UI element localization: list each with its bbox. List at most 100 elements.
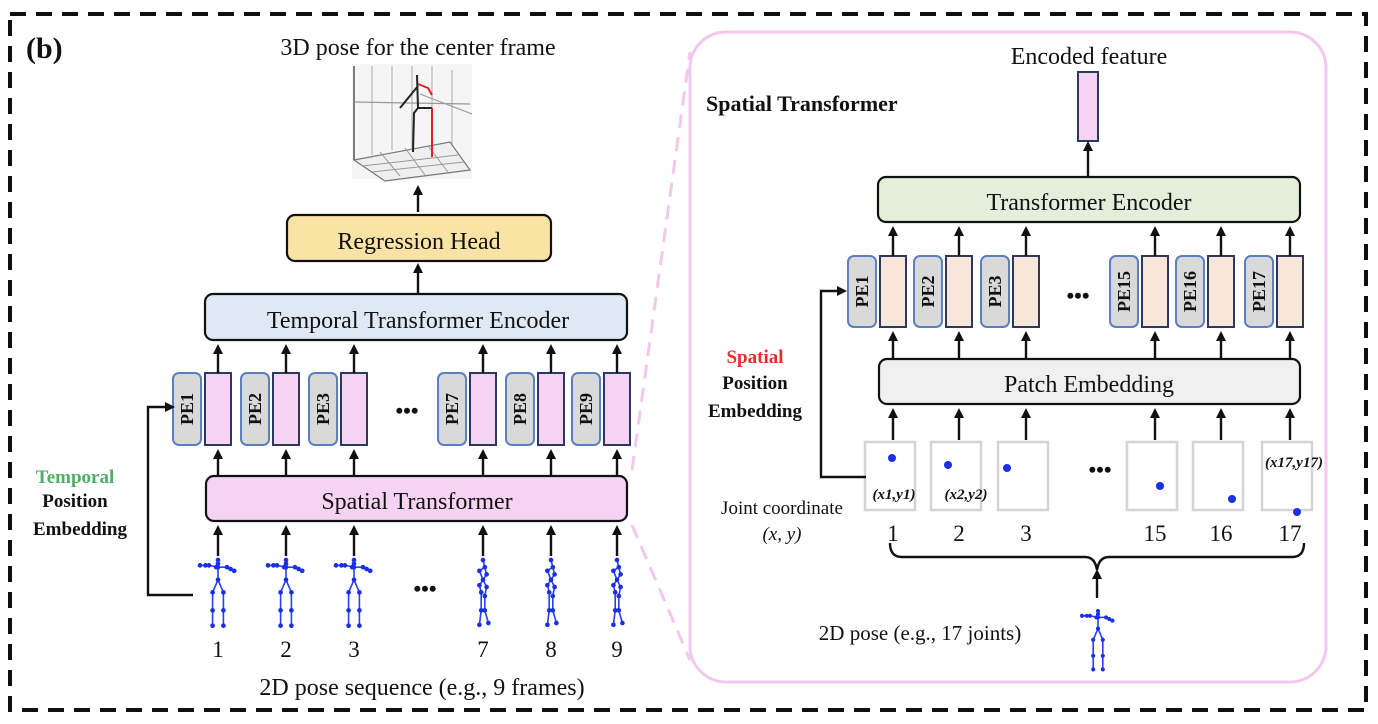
frame-ellipsis: ••• (413, 576, 436, 601)
joint-dot (944, 461, 952, 469)
temporal-pe-box (571, 372, 601, 446)
joint-coordinate-line2: (x, y) (762, 524, 801, 545)
spatial-pe-box (980, 255, 1010, 328)
panel-label: (b) (26, 32, 63, 65)
spatial-pe-box (913, 255, 943, 328)
spatial-pe-box (847, 255, 877, 328)
joints-brace (888, 542, 1306, 571)
temporal-feature-vector (537, 372, 565, 446)
encoded-feature-vector (1077, 71, 1099, 142)
temporal-pe-kind: Temporal (36, 467, 114, 488)
output-title: 3D pose for the center frame (280, 35, 555, 61)
patch-embedding-box (877, 357, 1302, 406)
temporal-pe-connector (146, 402, 193, 597)
spatial-pe-box (1175, 255, 1205, 328)
spatial-pe-label: PE2 (918, 275, 938, 307)
joint-label-second: (x2,y2) (945, 487, 988, 503)
temporal-pe-line2: Position (42, 491, 108, 512)
joint-label-last: (x17,y17) (1265, 455, 1323, 471)
temporal-pe-line3: Embedding (33, 519, 127, 540)
temporal-feature-vector (469, 372, 497, 446)
transformer-encoder-label: Transformer Encoder (986, 190, 1191, 216)
joint-label-first: (x1,y1) (873, 487, 916, 503)
spatial-pe-label: PE16 (1180, 271, 1200, 312)
encoded-feature-caption: Encoded feature (1011, 44, 1168, 70)
spatial-pe-label: PE17 (1249, 271, 1269, 312)
temporal-pe-box (308, 372, 338, 446)
pose-skeleton-icon (611, 557, 625, 628)
pose-skeleton-icon (265, 557, 305, 629)
regression-head-label: Regression Head (337, 229, 500, 255)
temporal-feature-vector (204, 372, 232, 446)
spatial-pe-tag: PE1 (847, 255, 877, 328)
joint-coordinate-box (1260, 440, 1314, 512)
spatial-pe-label: PE1 (852, 275, 872, 307)
temporal-pe-box (505, 372, 535, 446)
spatial-pe-tag: PE3 (980, 255, 1010, 328)
frame-number: 9 (611, 637, 623, 662)
spatial-pe-tag: PE17 (1244, 255, 1274, 328)
frame-number: 8 (545, 637, 557, 662)
temporal-pe-label: PE7 (442, 393, 462, 425)
spatial-pe-tag: PE15 (1109, 255, 1139, 328)
spatial-pe-tag: PE16 (1175, 255, 1205, 328)
spatial-pe-line2: Position (722, 373, 788, 394)
temporal-transformer-encoder-box (203, 292, 629, 342)
temporal-pe-label: PE9 (576, 393, 596, 425)
spatial-pe-kind: Spatial (726, 347, 783, 368)
joint-dot (1156, 482, 1164, 490)
pose-skeleton-icon (477, 557, 491, 628)
spatial-token-row: PE1 PE2 PE3 PE15 PE16 PE17 (847, 226, 1304, 359)
joint-ellipsis: ••• (1088, 457, 1111, 482)
spatial-pe-tag: PE2 (913, 255, 943, 328)
3d-pose-plot-icon (352, 64, 473, 182)
spatial-feature-vector (879, 255, 907, 328)
frame-number: 7 (477, 637, 489, 662)
pose-skeleton-icon (545, 557, 559, 628)
temporal-pe-box (437, 372, 467, 446)
joint-number: 16 (1210, 521, 1233, 546)
frame-number: 2 (280, 637, 292, 662)
spatial-feature-vector (1276, 255, 1304, 328)
spatial-ellipsis: ••• (1066, 283, 1089, 308)
spatial-pe-box (1244, 255, 1274, 328)
spatial-transformer-panel (688, 30, 1328, 684)
joint-coordinate-box (1125, 440, 1179, 512)
joint-dot (1228, 495, 1236, 503)
joint-coordinate-box (929, 440, 983, 512)
joint-dot (1293, 508, 1301, 516)
spatial-feature-vector (1012, 255, 1040, 328)
zoom-guide-bottom (630, 524, 692, 661)
joint-dot (888, 454, 896, 462)
temporal-ellipsis: ••• (395, 398, 418, 423)
joint-coordinate-line1: Joint coordinate (721, 498, 843, 519)
temporal-feature-vector (340, 372, 368, 446)
spatial-pe-line3: Embedding (708, 401, 802, 422)
spatial-feature-vector (1207, 255, 1235, 328)
temporal-pe-label: PE1 (177, 393, 197, 425)
spatial-pe-label: PE3 (985, 275, 1005, 307)
regression-head-box (285, 213, 553, 263)
2d-pose-skeleton-icon (1079, 608, 1115, 672)
temporal-pe-tag: PE7 (437, 372, 467, 446)
joint-number: 3 (1020, 521, 1032, 546)
joint-number: 1 (887, 521, 899, 546)
spatial-feature-vector (945, 255, 973, 328)
frame-number: 1 (212, 637, 224, 662)
temporal-feature-vector (603, 372, 631, 446)
pose-skeleton-icon (333, 557, 373, 629)
temporal-transformer-encoder-label: Temporal Transformer Encoder (267, 308, 569, 334)
temporal-pe-label: PE3 (313, 393, 333, 425)
temporal-pe-tag: PE8 (505, 372, 535, 446)
temporal-pe-tag: PE2 (240, 372, 270, 446)
pose-caption: 2D pose (e.g., 17 joints) (819, 621, 1021, 645)
sequence-caption: 2D pose sequence (e.g., 9 frames) (259, 675, 584, 701)
spatial-pe-box (1109, 255, 1139, 328)
zoom-guide-top (630, 51, 692, 471)
spatial-pe-label: PE15 (1114, 271, 1134, 312)
spatial-pe-connector (819, 286, 866, 479)
joint-coordinate-box (996, 440, 1050, 512)
pose-skeleton-icon (197, 557, 237, 629)
